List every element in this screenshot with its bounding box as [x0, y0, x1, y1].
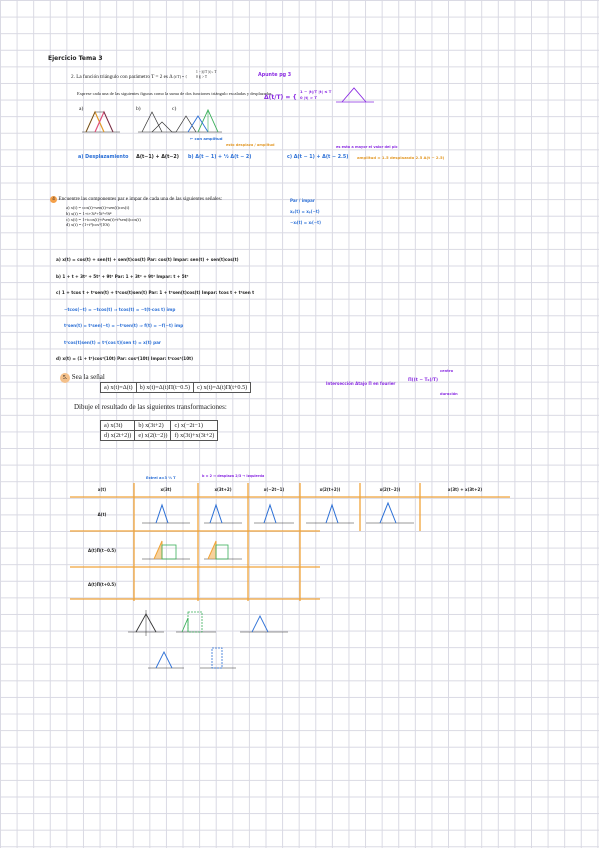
grid-header: x(2(t+2)) — [319, 487, 341, 492]
transform-cell: b) x(3t+2) — [134, 420, 172, 431]
con-amplitud-note: ← con amplitud — [190, 136, 223, 141]
signal-cell: c) x(t)=Δ(t)Π(t+0.5) — [193, 382, 252, 393]
fourier-note-d: duración — [440, 392, 458, 396]
ex4-item: c) x(t) = 1+tcos(t)+t²sen(t)+t³sen(t)cos… — [66, 216, 141, 222]
loose-sketches — [128, 610, 288, 669]
ex2-cases: 1 − |t|/T |t| ≤ T 0 |t| > T — [196, 70, 217, 79]
sol-c3: t²sen(t) = t²sen(−t) = −t²sen(t) ⇒ f(t) … — [64, 323, 184, 328]
sol-c4: t³cos(t)sen(t) = t³(cos t)(sen t) = x(t)… — [64, 339, 161, 345]
triangle-sketch — [336, 87, 374, 103]
answer-c-tail: amplitud = 1.5 desplazado 2.5 Δ(t − 2.5) — [357, 155, 445, 160]
transform-cell: d) x(2t+2)) — [99, 430, 136, 441]
grid-header: x(t) — [97, 487, 107, 492]
answer-a: a) Desplazamiento Δ(t−1) + Δ(t−2) — [78, 155, 179, 160]
grid-header: x(3t) — [160, 487, 172, 492]
apunte-note: Apunte pg 3 — [258, 73, 292, 78]
grid-row-label: Δ(t) — [97, 512, 107, 517]
ex4-items: a) x(t) = cos(t)+sen(t)+sen(t)cos(t) b) … — [66, 205, 141, 228]
grid-header: x(3t) + x(3t+2) — [447, 487, 483, 492]
triangle-def-cases: 1 − |t|/T |t| ≤ T 0 |t| > T — [300, 89, 332, 100]
answer-c: c) Δ(t − 1) + Δ(t − 2.5) — [287, 155, 349, 160]
grid-header: x(2(t−2)) — [379, 487, 401, 492]
signal-cell: a) x(t)=Δ(t) — [100, 382, 137, 393]
ex4-item: a) x(t) = cos(t)+sen(t)+sen(t)cos(t) — [66, 205, 130, 210]
ex5-draw-prompt: Dibuje el resultado de las siguientes tr… — [74, 403, 227, 411]
comp-note: Estrel a=3 ⅓ T — [146, 476, 176, 480]
ex4-item: d) x(t) = (1+t³)cos³(10t) — [66, 222, 110, 228]
grid-header: x(3t+2) — [214, 487, 232, 492]
answer-c-note: es esto a mayor el valor del pic — [336, 145, 398, 149]
answer-b: b) Δ(t − 1) + ½ Δ(t − 2) — [188, 155, 252, 160]
ex4-solutions: a) x(t) = cos(t) + sen(t) + sen(t)cos(t)… — [56, 252, 254, 368]
transform-cell: e) x(2(t−2)) — [134, 430, 172, 441]
sol-c2: −tcos(−t) = −tcos(t) ⇒ tcos(t) = −t(t·co… — [64, 306, 176, 312]
fourier-note-c: centro — [440, 369, 454, 373]
ex2-prompt: Exprese cada una de las siguientes figur… — [77, 91, 273, 96]
transform-cell: a) x(3t) — [99, 420, 136, 431]
transform-cell: f) x(3t)+x(3t+2) — [170, 430, 219, 441]
ex2-figures — [82, 108, 222, 133]
par-impar-def: Par / impar xₚ(t) = xₚ(−t) −xᵢ(t) = xᵢ(−… — [290, 198, 321, 225]
ex4-statement: 4 Encuentre las componentes par e impar … — [50, 196, 222, 203]
grid-row-label: Δ(t)Π(t+0.5) — [87, 582, 117, 587]
fig-label-b: b) — [136, 106, 141, 112]
grid-row-label: Δ(t)Π(t−0.5) — [87, 548, 117, 553]
ex4-item: b) x(t) = 1+t+3t²+5t³+9t⁴ — [66, 210, 112, 216]
fourier-note-b: Π((t − T₀)/T) — [408, 378, 439, 383]
transforms-grid — [70, 483, 510, 601]
grid-header: x(−2t−1) — [263, 487, 285, 492]
sol-c: c) 1 + tcos t + t²sen(t) + t³cos(t)sen(t… — [56, 290, 255, 295]
sol-d: d) x(t) = (1 + t³)cos³(10t) Par: cos³(10… — [56, 356, 194, 361]
sol-b: b) 1 + t + 3t² + 5t³ + 9t⁴ Par: 1 + 3t² … — [56, 273, 189, 279]
ex5-statement: 5. Sea la señal — [60, 373, 105, 383]
comp-note2: b = 2 ⇒ desplaza 2/3 → izquierda — [202, 474, 265, 478]
transform-cell: c) x(−2t−1) — [170, 420, 219, 431]
fourier-note: Intersección Atajo Π en fourier — [326, 381, 396, 386]
fig-label-a: a) — [79, 106, 84, 112]
ex2-statement: 2. La función triángulo con parámetro T … — [71, 74, 188, 80]
signal-cell: b) x(t)=Δ(t)Π(t−0.5) — [135, 382, 195, 393]
page-title: Ejercicio Tema 3 — [48, 55, 103, 62]
signals-table: a) x(t)=Δ(t) b) x(t)=Δ(t)Π(t−0.5) c) x(t… — [100, 382, 252, 393]
fig-label-c: c) — [172, 106, 177, 112]
triangle-def: Δ(t/T) = { — [264, 94, 297, 101]
sol-a: a) x(t) = cos(t) + sen(t) + sen(t)cos(t)… — [56, 257, 239, 262]
transforms-table: a) x(3t) b) x(3t+2) c) x(−2t−1) d) x(2t+… — [99, 420, 219, 441]
answer-b-note: esto desplaza / amplitud — [226, 143, 275, 147]
